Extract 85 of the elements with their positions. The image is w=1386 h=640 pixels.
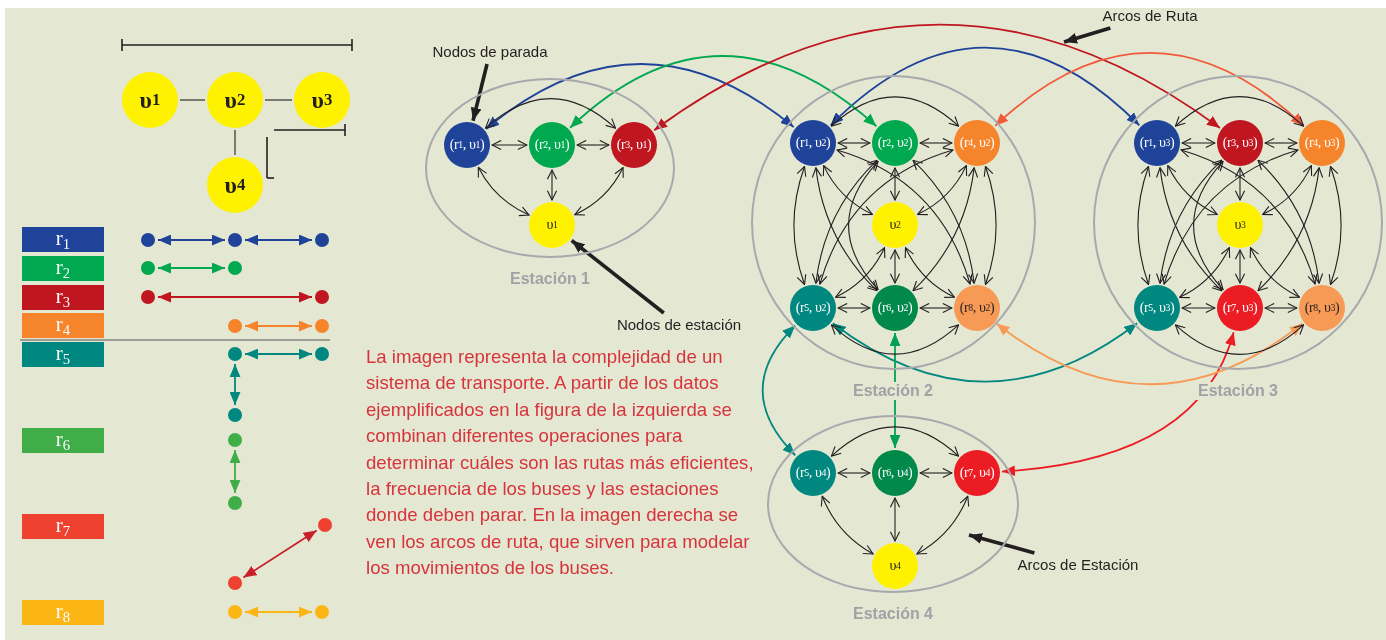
station-arc [576,139,610,151]
route-arrow [157,234,226,246]
station-arc [919,137,953,149]
route-arrow [244,348,313,360]
leader-line [968,533,1035,555]
route-arrow [157,262,226,274]
annotation-label: Nodos de parada [425,41,555,63]
station-arc [983,165,997,286]
station-arc [1181,302,1216,314]
route-swatch: r$_{4}$ [22,313,104,338]
station-arc [848,160,879,291]
route-arrow [242,529,318,579]
leader-line [570,239,665,315]
station-arc [491,139,528,151]
route-arc [761,324,797,457]
station-arc [836,147,973,285]
connector-line [234,129,236,156]
station-arc [1180,147,1318,285]
station-arc [830,96,960,127]
route-arc [485,63,795,130]
station-arc [904,247,955,298]
route-swatch: r$_{5}$ [22,342,104,367]
station-arc [484,98,617,129]
station-arc [837,137,871,149]
station-arc [835,247,886,298]
station-arc [919,467,953,479]
route-arrow [244,606,313,618]
route-arrow [244,234,313,246]
station-arc [889,167,901,201]
station-arc [916,495,969,555]
route-swatch: r$_{8}$ [22,600,104,625]
annotation-label: Nodos de estación [600,314,758,336]
route-arrow [157,291,313,303]
station-arc [1234,167,1246,201]
route-arrow [229,363,241,406]
route-arc [829,46,1141,127]
route-arrow [229,449,241,494]
station-arc [1137,165,1151,286]
station-arc [1264,302,1298,314]
annotation-label: Arcos de Ruta [1095,5,1205,27]
station-arc [830,426,960,457]
station-arc [817,147,954,285]
route-swatch: r$_{6}$ [22,428,104,453]
route-arc [653,23,1221,132]
leader-line [470,63,489,122]
route-arc [994,52,1305,127]
station-arc [546,169,558,201]
station-arc [837,302,871,314]
route-arc [831,322,1139,383]
station-arc [477,166,530,216]
route-swatch: r$_{2}$ [22,256,104,281]
station-arc [574,166,624,216]
station-arc [793,165,807,286]
route-arrow [244,320,313,332]
route-swatch: r$_{1}$ [22,227,104,252]
station-arc [1174,324,1305,355]
station-arc [1249,247,1300,298]
station-arc [1262,165,1312,215]
station-arc [917,165,967,215]
station-arc [821,495,874,555]
description-paragraph: La imagen representa la complejidad de un sistema de transporte. A partir de los datos ejemplificados en la figura de la izquierda se combinan diferentes operaciones para determinar cuáles son las rutas más eficientes, la frecuencia de los buses y las estaciones donde deben parar. En la imagen derecha se ven los arcos de ruta, que sirven para modelar los movimientos de los buses. [366,345,755,581]
route-arc [569,55,878,129]
station-arc [1174,96,1305,127]
station-arc [1193,160,1224,291]
station-arc [1179,247,1230,298]
station-arc [1234,249,1246,284]
station-arc [1328,165,1342,286]
route-arc [1001,331,1235,476]
route-swatch: r$_{7}$ [22,514,104,539]
station-arc [889,497,901,542]
station-arc [889,249,901,284]
station-arc [919,302,953,314]
annotation-label: Arcos de Estación [1001,554,1155,576]
station-arc [1167,165,1218,216]
route-arc [995,322,1304,386]
station-arc [837,467,871,479]
station-arc [1264,137,1298,149]
leader-line [1063,26,1111,44]
route-swatch: r$_{3}$ [22,285,104,310]
connector-line [179,99,206,101]
station-arc [1181,137,1216,149]
connector-line [264,99,293,101]
station-arc [1162,147,1299,285]
station-arc [830,324,960,355]
station-arc [823,165,873,215]
